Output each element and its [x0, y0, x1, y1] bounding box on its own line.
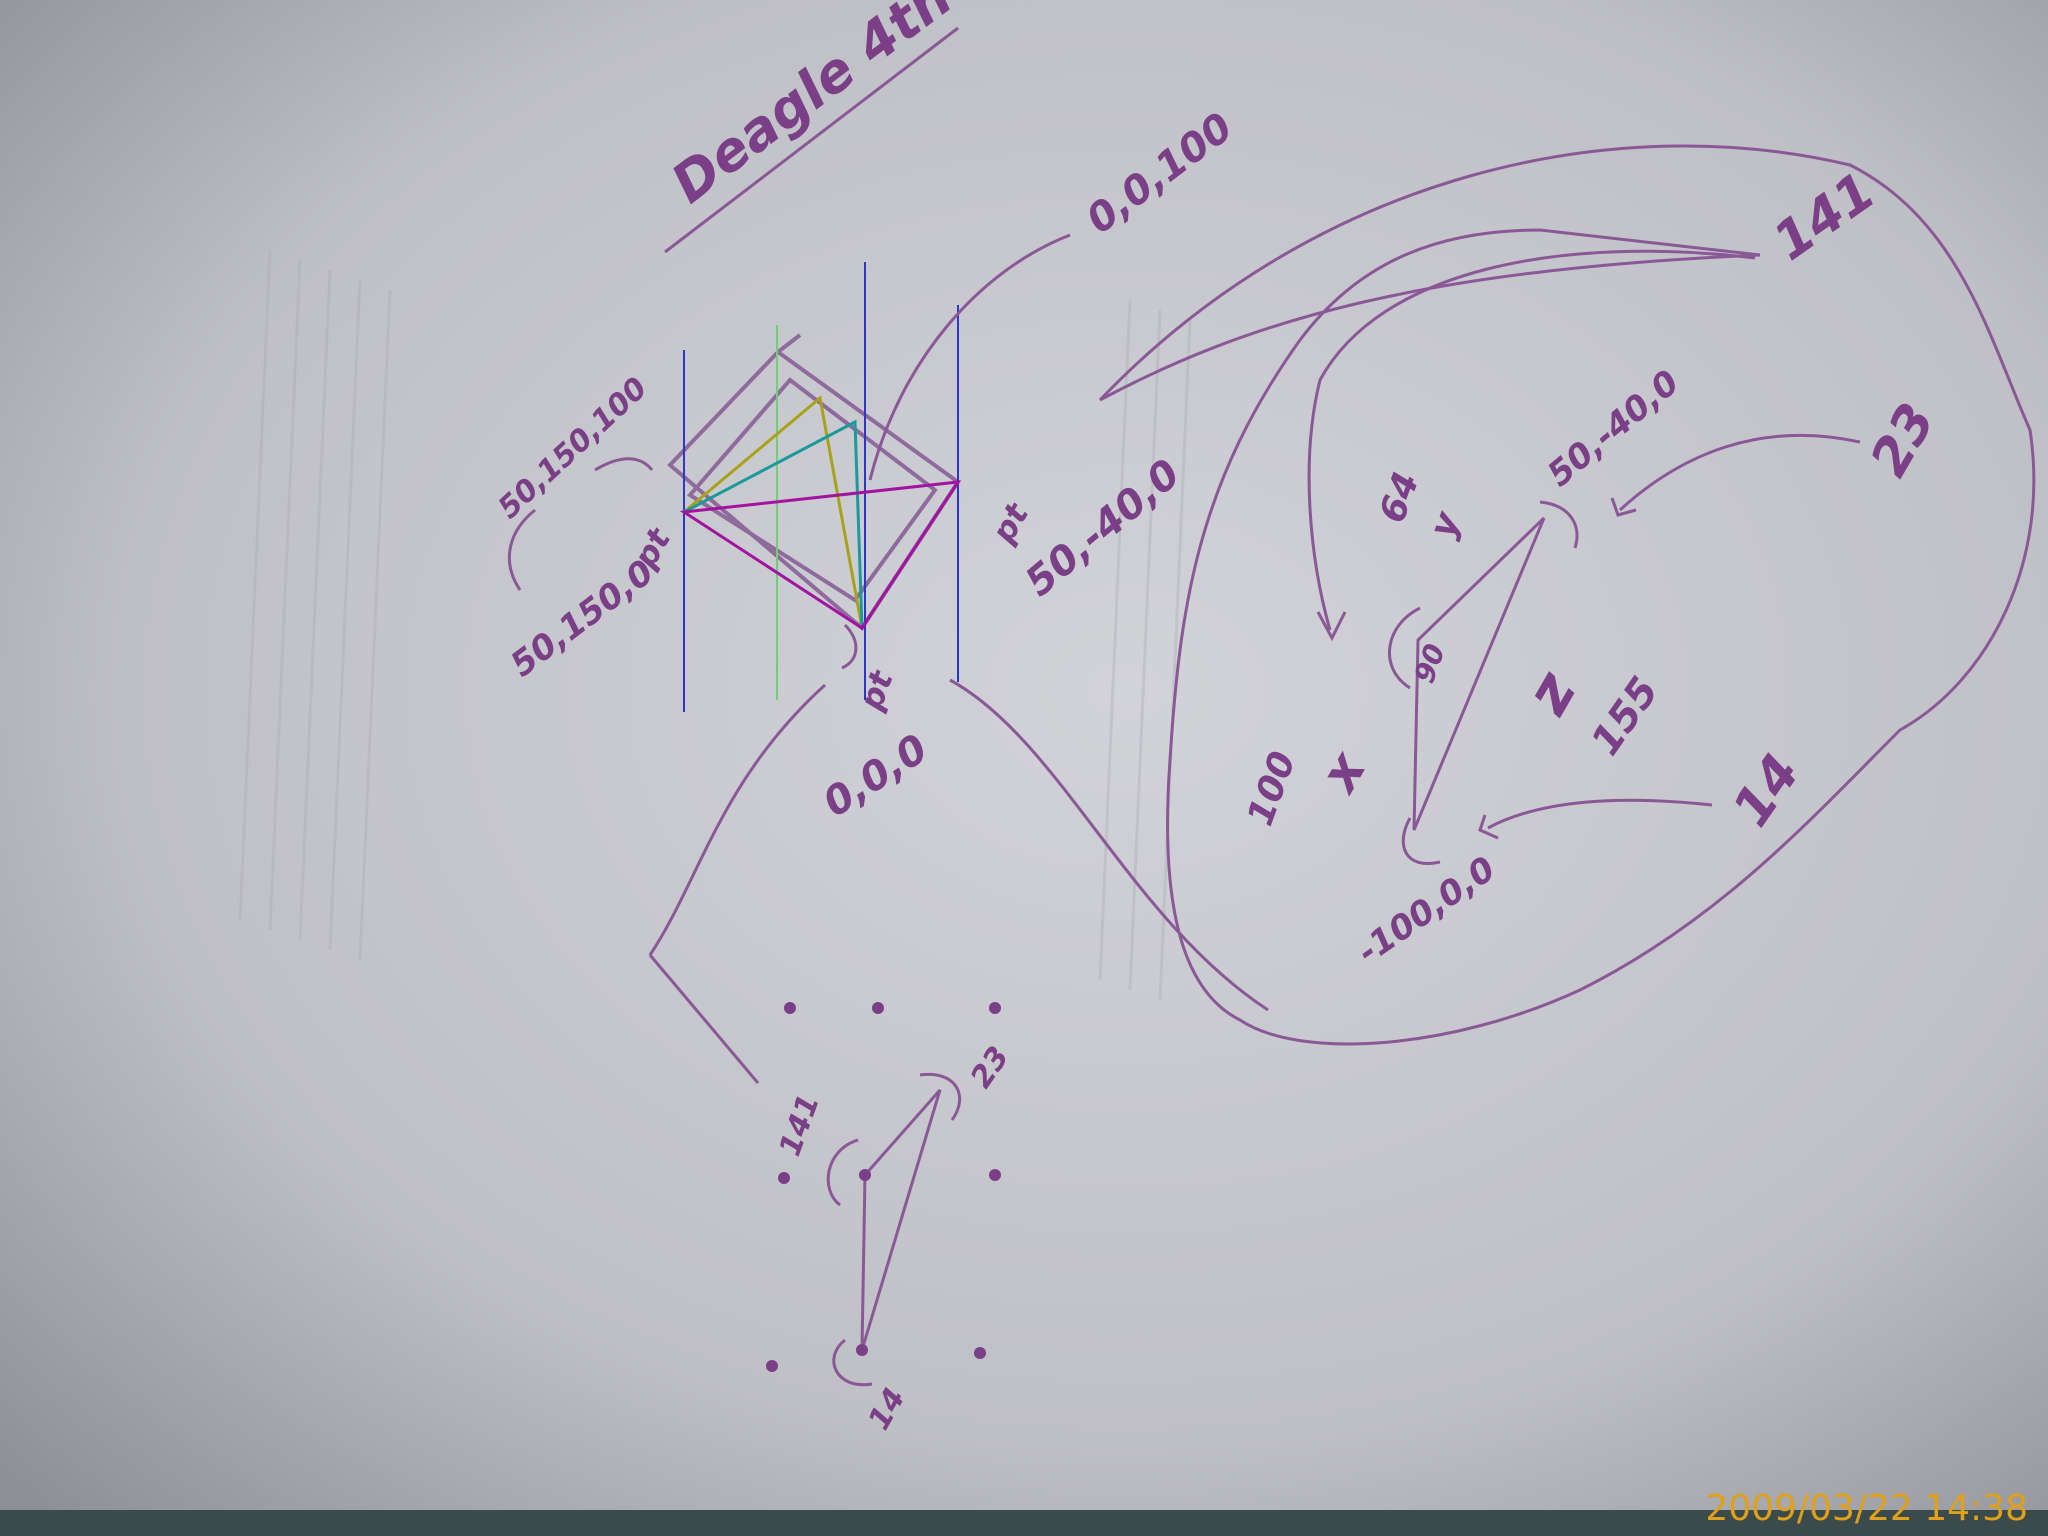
left-curved-arrow	[507, 508, 536, 591]
arc-top	[1539, 500, 1579, 549]
arrowhead-141	[1316, 611, 1347, 642]
point-triangle	[1412, 516, 1546, 831]
bleed-through-lines	[238, 249, 1192, 1001]
lower-left-leader	[648, 954, 760, 1084]
camera-timestamp: 2009/03/22 14:38	[1705, 1488, 2028, 1529]
small-triangle	[860, 1089, 942, 1351]
top-curve-to-label	[868, 233, 1071, 481]
vertex-141	[859, 1169, 871, 1181]
right-descending-curve	[949, 678, 1269, 1012]
grid-dots	[766, 1002, 1001, 1372]
arc-bottom	[1401, 817, 1441, 865]
bottom-point-arc	[841, 623, 858, 670]
vertex-14	[856, 1344, 868, 1356]
arc-90	[1388, 606, 1421, 690]
arc-141	[826, 1138, 859, 1207]
enclosing-oval	[1098, 144, 2036, 1046]
arrow-141	[1307, 249, 1756, 631]
oval-top-stroke	[1099, 253, 1761, 402]
arc-23	[919, 1072, 962, 1121]
desk-edge	[0, 1510, 2048, 1536]
arrow-14	[1487, 798, 1713, 830]
arc-14	[832, 1338, 873, 1387]
magenta-triangle	[679, 480, 962, 631]
left-descending-curve	[648, 683, 827, 956]
arrowhead-23	[1610, 497, 1637, 517]
arrow-23	[1618, 433, 1861, 512]
upper-left-arrow	[594, 457, 654, 472]
teal-triangle	[683, 419, 864, 629]
olive-triangle	[683, 395, 864, 629]
title-underline	[664, 26, 959, 254]
arrowhead-14	[1478, 814, 1499, 840]
